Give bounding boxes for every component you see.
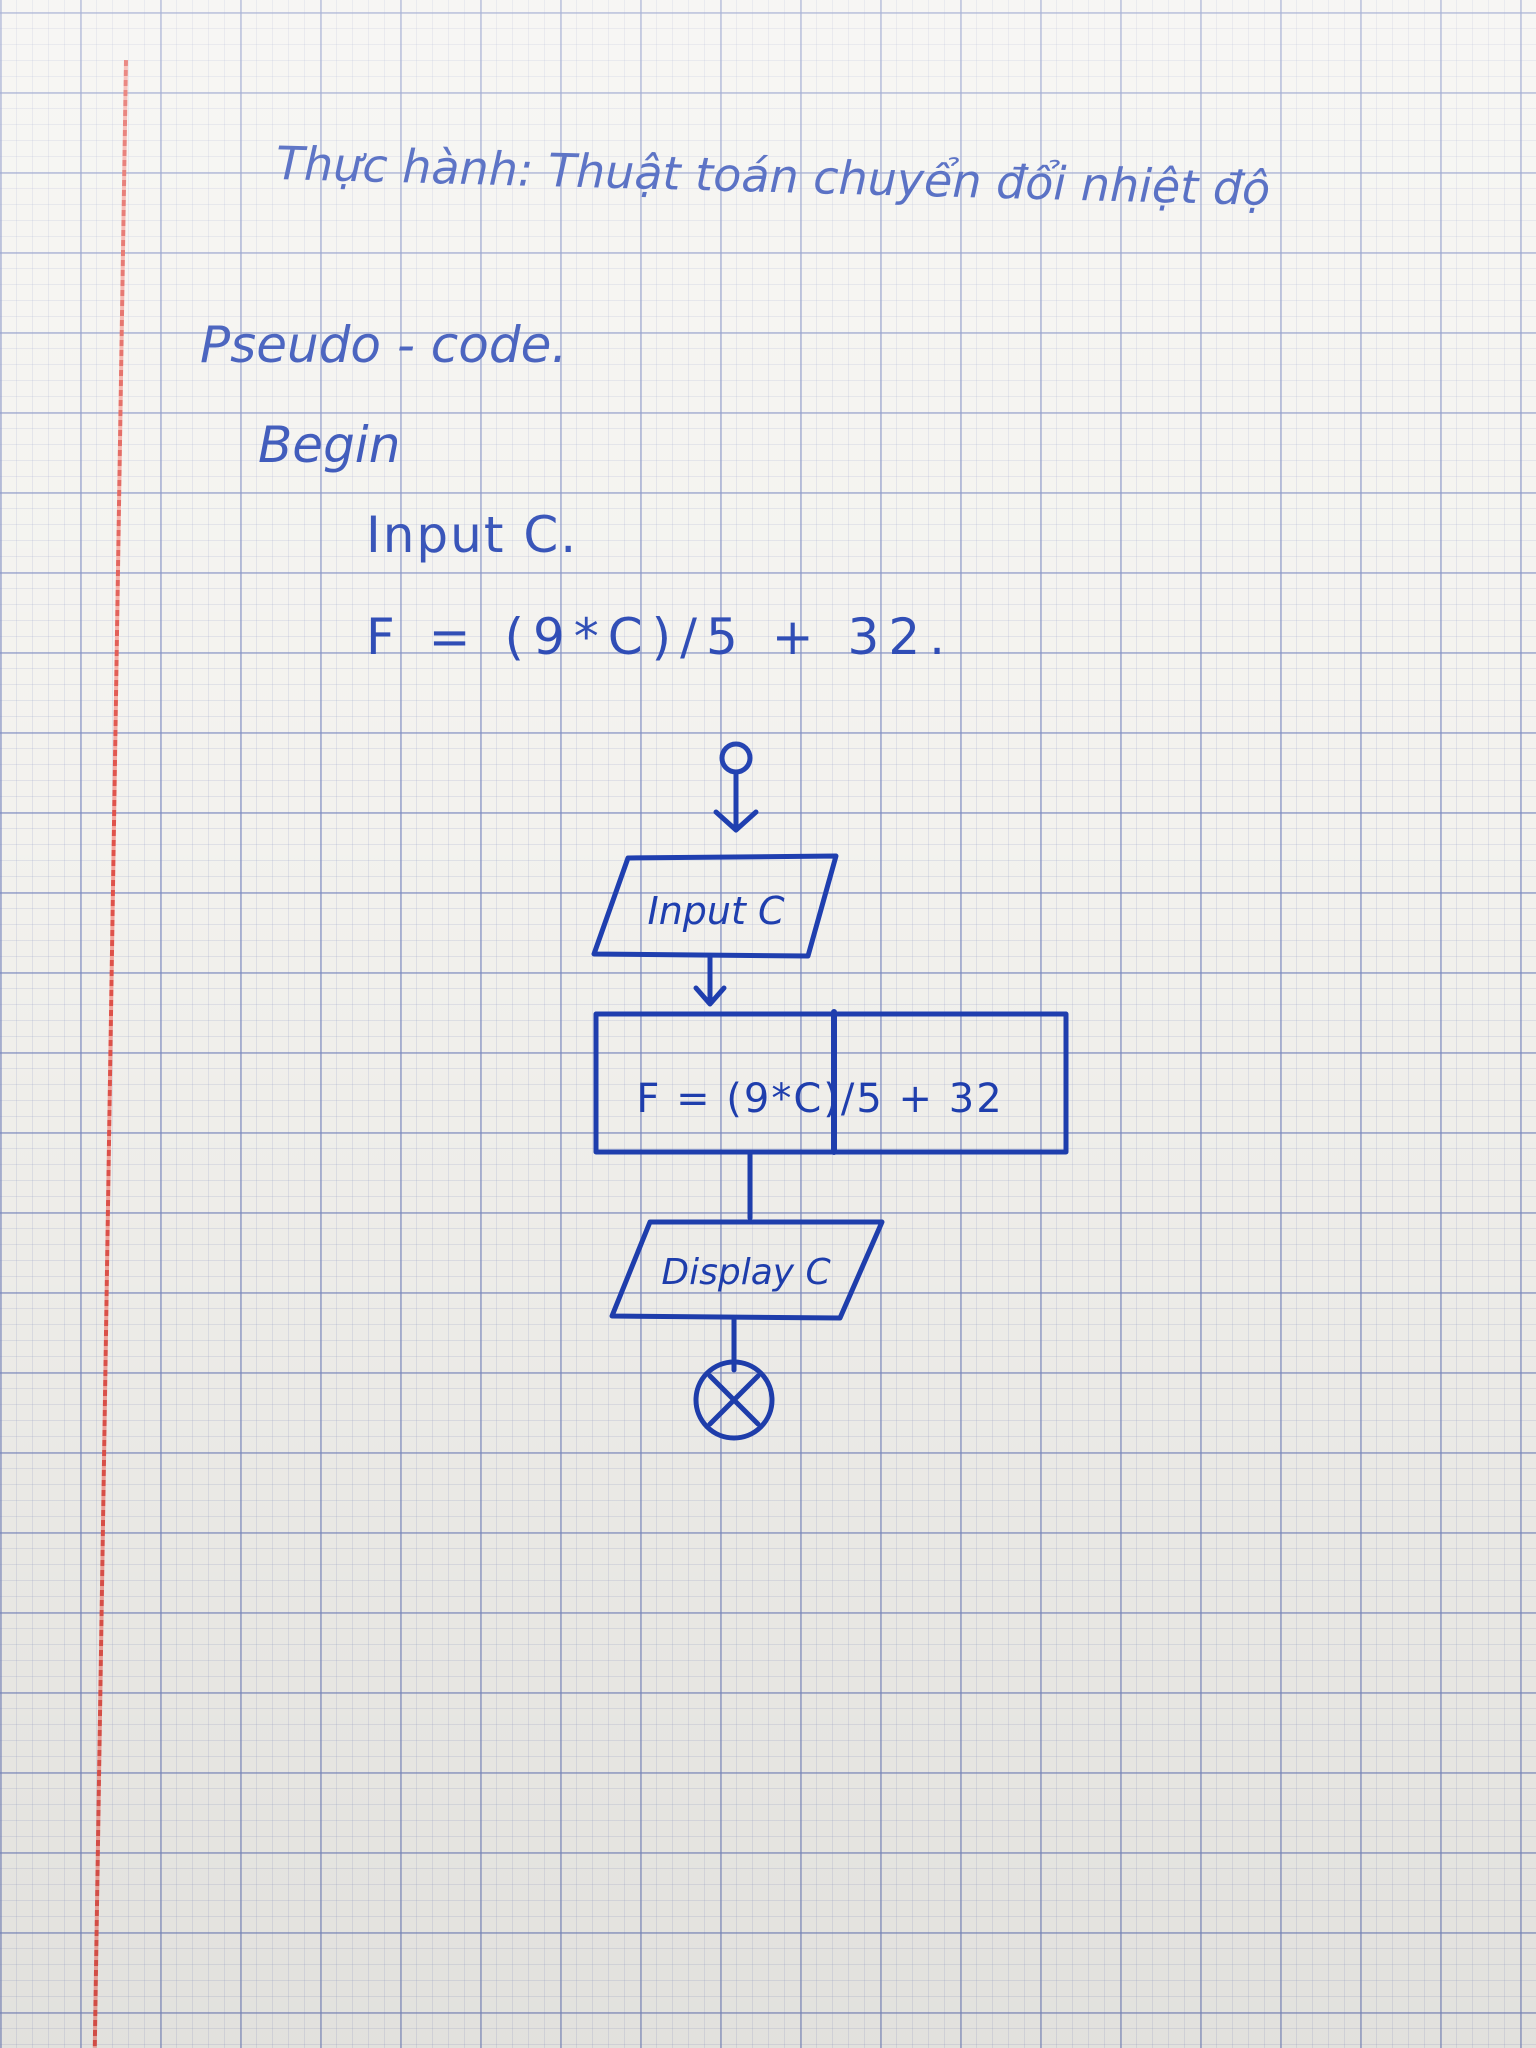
begin-keyword: Begin	[258, 416, 401, 474]
start-terminal-icon	[719, 741, 753, 775]
display-box-label: Display C	[661, 1252, 831, 1293]
input-box-label: Input C	[647, 889, 784, 933]
end-cross-icon	[707, 1373, 761, 1427]
input-parallelogram	[591, 853, 839, 959]
arrow-head-icon	[693, 985, 727, 1007]
end-terminal-icon	[693, 1359, 775, 1441]
arrow-head-icon	[713, 809, 759, 833]
input-statement: Input C.	[366, 506, 579, 564]
display-parallelogram	[609, 1219, 885, 1321]
formula-statement: F = (9*C)/5 + 32.	[366, 608, 955, 666]
process-box-label: F = (9*C)/5 + 32	[636, 1076, 1003, 1122]
pseudo-code-heading: Pseudo - code.	[200, 316, 568, 374]
